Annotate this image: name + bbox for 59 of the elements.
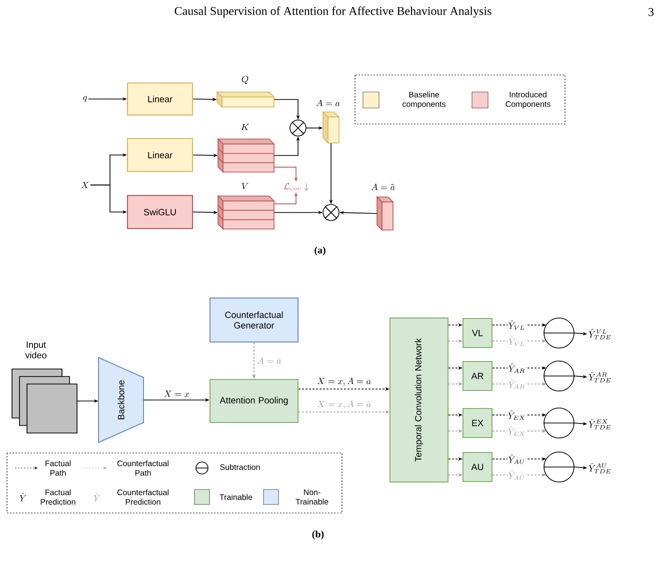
panel-label: (b): [312, 530, 324, 540]
head-box: VL: [462, 318, 492, 348]
linear-layer-box: Linear: [127, 138, 193, 172]
head-box: EX: [462, 408, 492, 438]
legend-label: Baseline components: [402, 92, 446, 108]
output-label: $\hat{Y}^{VL}_{TDE}$: [588, 328, 611, 340]
subtraction-symbol: [543, 318, 575, 348]
node-label: Input video: [25, 342, 46, 358]
output-label: $\hat{Y}^{EX}_{TDE}$: [588, 418, 611, 430]
subtraction-symbol: [543, 452, 575, 482]
panel-label: (a): [314, 246, 326, 256]
page-number: 3: [648, 8, 654, 16]
edge-label: $\hat{Y}_{VL}$: [508, 336, 526, 346]
legend-label: Factual Path: [46, 460, 71, 476]
edge-label: $X = x, A = \bar{a}$: [317, 400, 371, 409]
network-box: Temporal Convolution Network: [390, 318, 448, 482]
pooling-box: Attention Pooling: [210, 379, 298, 423]
output-label: $\hat{Y}^{AU}_{TDE}$: [588, 462, 611, 474]
tensor-block: $A = a$: [316, 100, 340, 144]
video-frames-drawing: Input video: [12, 342, 78, 434]
legend-label: Non-Trainable: [296, 489, 328, 505]
swiglu-box: SwiGLU: [127, 195, 193, 229]
edge-label: $\hat{Y}_{AR}$: [508, 378, 526, 390]
symbol-label: $q$: [83, 96, 87, 102]
legend-label: Counterfactual Prediction: [117, 489, 168, 505]
output-label: $\hat{Y}^{AR}_{TDE}$: [588, 372, 611, 382]
multiply-symbol: [290, 120, 306, 136]
node-label: $V$: [242, 182, 248, 190]
edge-label: $\hat{Y}_{AR}$: [508, 362, 526, 374]
edge-label: $\hat{Y}_{EX}$: [507, 410, 526, 420]
edge-label: $\hat{Y}_{AU}$: [508, 454, 526, 464]
legend-symbol: $\hat{Y}$: [20, 492, 26, 502]
legend-label: Trainable: [220, 494, 252, 500]
edge-label: $\hat{Y}_{VL}$: [508, 320, 526, 330]
legend-label: Factual Prediction: [40, 489, 76, 505]
head-box: AU: [462, 452, 492, 482]
edge-label: $A = \bar{a}$: [258, 357, 282, 364]
generator-box: Counterfactual Generator: [210, 298, 298, 342]
edge-label: $\hat{Y}_{AU}$: [508, 470, 526, 480]
symbol-label: $X$: [81, 182, 89, 188]
legend-label: Counterfactual Path: [117, 460, 168, 476]
node-label: $K$: [241, 124, 249, 130]
loss-label: $\mathcal{L}_{cov}\downarrow$: [284, 182, 308, 191]
multiply-symbol: [322, 204, 340, 221]
tensor-block: $A = \tilde{a}$: [371, 184, 395, 231]
legend-label: Introduced Components: [506, 92, 550, 108]
edge-label: $X = x, A = a$: [317, 378, 371, 386]
edge-label: $\hat{Y}_{EX}$: [507, 426, 526, 436]
legend-label: Subtraction: [220, 464, 260, 470]
subtraction-symbol: [543, 360, 575, 392]
node-label: $A = a$: [316, 100, 340, 106]
page-header: Causal Supervision of Attention for Affective Behaviour Analysis: [174, 6, 492, 18]
node-label: $Q$: [242, 76, 248, 84]
subtraction-symbol: [543, 408, 575, 438]
legend-symbol: $\hat{Y}$: [94, 492, 100, 502]
head-box: AR: [462, 361, 492, 391]
node-label: $A = \tilde{a}$: [371, 184, 395, 190]
edge-label: $X = x$: [164, 390, 190, 397]
linear-layer-box: Linear: [127, 82, 193, 116]
